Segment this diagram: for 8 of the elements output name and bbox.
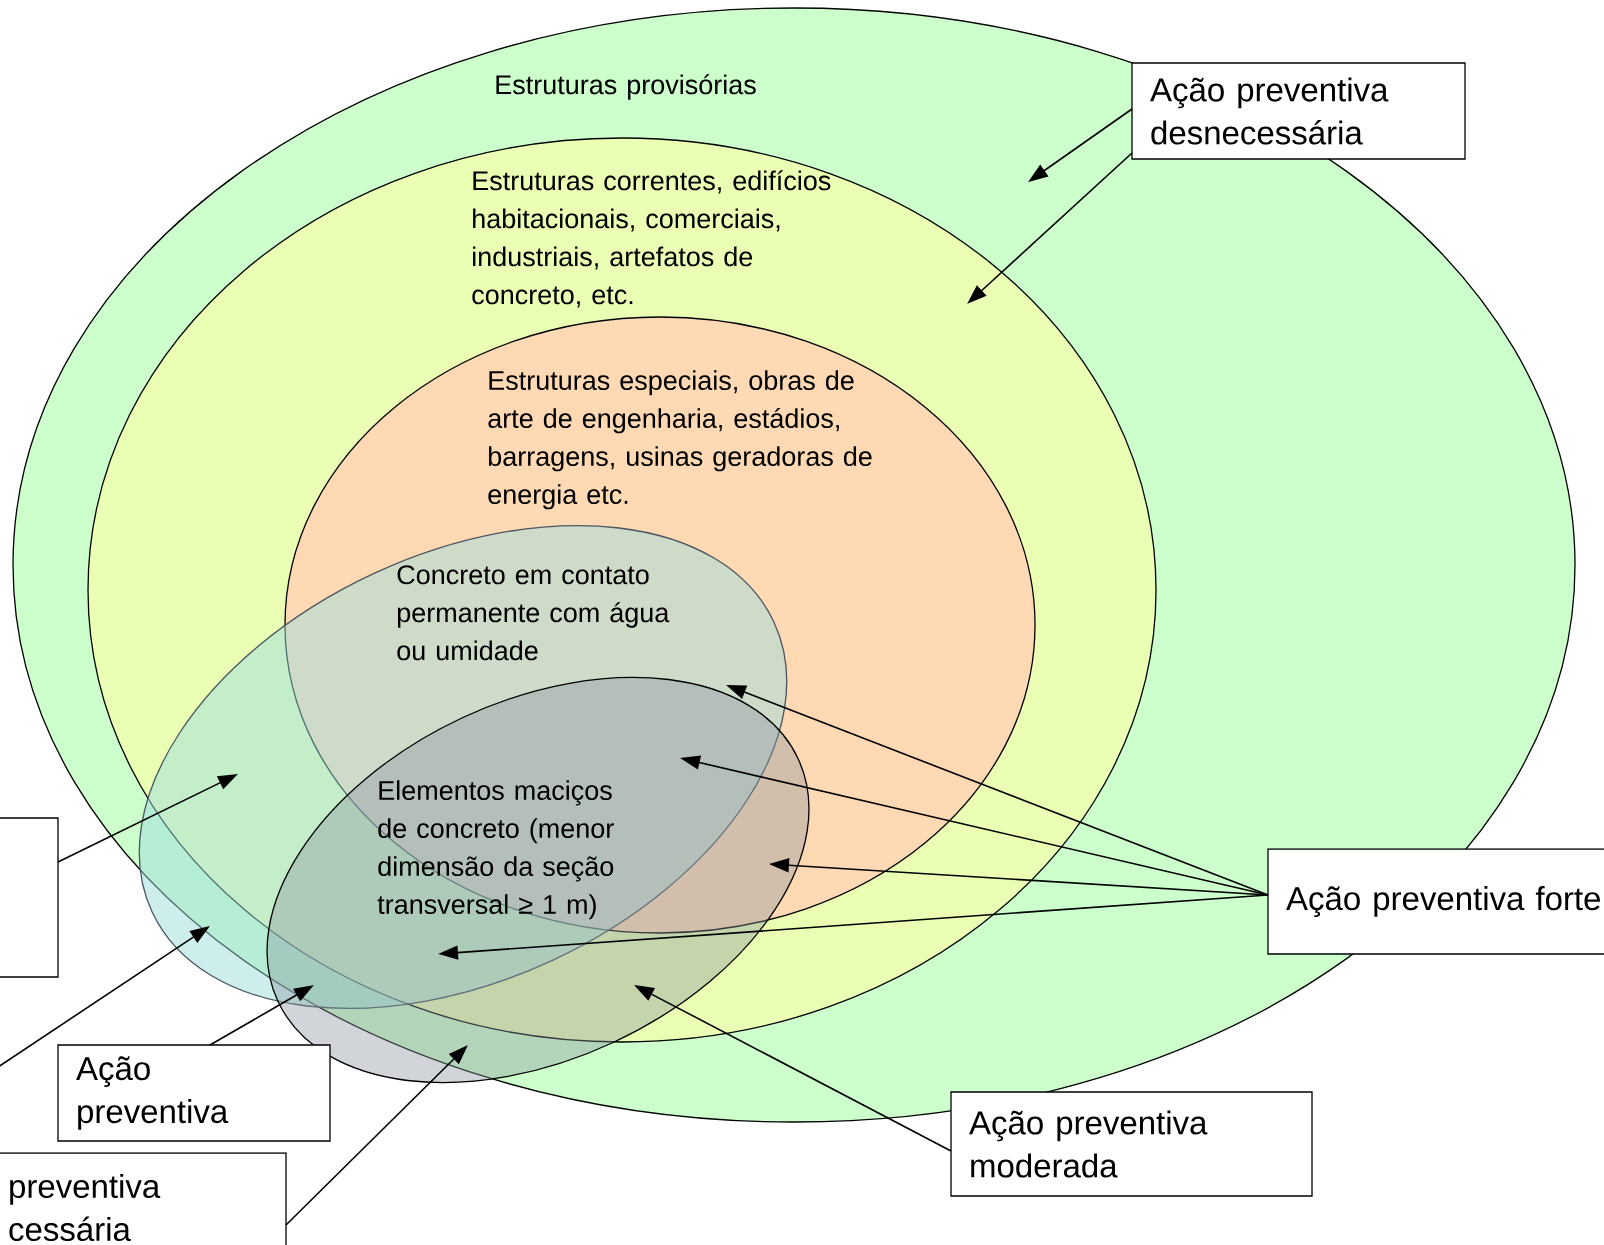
label-box: preventiva cessária bbox=[0, 1152, 287, 1245]
leader-arrow bbox=[285, 1045, 468, 1226]
empty-box bbox=[0, 817, 59, 978]
label-box: Ação preventiva desnecessária bbox=[1131, 62, 1466, 160]
label-box: Ação preventiva bbox=[57, 1044, 331, 1142]
ellipse-region: Elementos maciços de concreto (menor dimensão da seção transversal ≥ 1 m) bbox=[266, 676, 810, 1084]
label-box: Ação preventiva moderada bbox=[950, 1091, 1313, 1197]
label-box: Ação preventiva forte bbox=[1267, 848, 1604, 955]
